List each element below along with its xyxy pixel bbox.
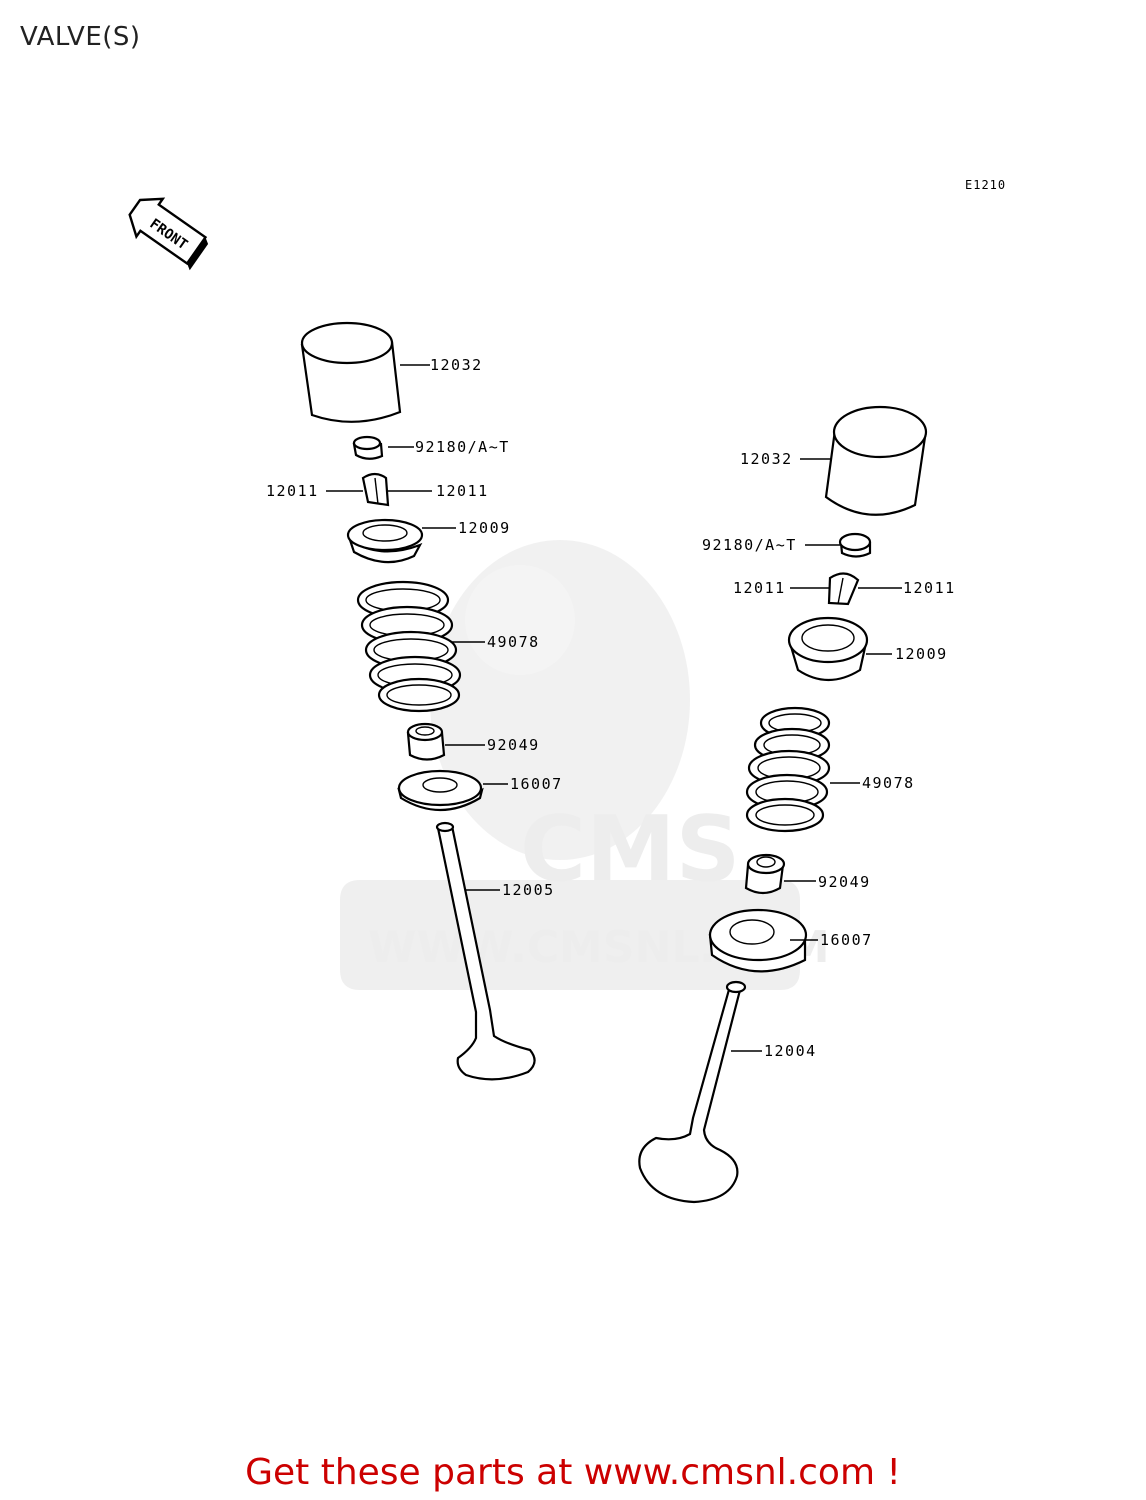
callout-l-12009: 12009	[458, 519, 511, 537]
left-valve-12005	[435, 821, 536, 1081]
callout-l-92180: 92180/A~T	[415, 438, 510, 456]
callout-l-12032: 12032	[430, 356, 483, 374]
callout-l-12011b: 12011	[436, 482, 489, 500]
right-seal-92049	[744, 853, 786, 895]
left-cotter-12011	[361, 472, 390, 507]
left-leaders	[326, 364, 508, 891]
right-retainer-12009	[787, 616, 869, 681]
right-tappet-12032	[824, 405, 928, 516]
front-arrow-icon: FRONT	[128, 197, 209, 271]
right-valve-12004	[638, 980, 747, 1204]
callout-l-49078: 49078	[487, 633, 540, 651]
callout-r-12032: 12032	[740, 450, 793, 468]
callout-r-12004: 12004	[764, 1042, 817, 1060]
page-title: VALVE(S)	[20, 22, 141, 52]
left-spring-49078	[356, 580, 462, 713]
callout-r-92049: 92049	[818, 873, 871, 891]
callout-r-49078: 49078	[862, 774, 915, 792]
right-callouts: 12032 92180/A~T 12011 12011 12009 49078 …	[702, 450, 956, 1060]
left-valve-assembly	[300, 321, 536, 1081]
watermark-logo-text: CMS	[520, 797, 740, 902]
right-cotter-12011	[827, 572, 860, 606]
left-seal-92049	[406, 722, 446, 761]
right-leaders	[731, 458, 902, 1052]
callout-r-92180: 92180/A~T	[702, 536, 797, 554]
left-retainer-12009	[346, 518, 424, 564]
callout-l-92049: 92049	[487, 736, 540, 754]
right-seat-16007	[708, 908, 808, 973]
callout-l-16007: 16007	[510, 775, 563, 793]
cta-banner: Get these parts at www.cmsnl.com !	[0, 1452, 1146, 1493]
callout-r-12011a: 12011	[733, 579, 786, 597]
callout-r-12011b: 12011	[903, 579, 956, 597]
parts-diagram: CMS WWW.CMSNL.COM FRONT	[128, 197, 956, 1204]
left-shim-92180	[352, 435, 384, 460]
callout-l-12005: 12005	[502, 881, 555, 899]
cta-link[interactable]: Get these parts at www.cmsnl.com !	[245, 1452, 901, 1493]
left-callouts: 12032 92180/A~T 12011 12011 12009 49078 …	[266, 356, 563, 899]
left-seat-16007	[397, 769, 484, 812]
callout-r-16007: 16007	[820, 931, 873, 949]
left-tappet-12032	[300, 321, 402, 423]
right-spring-49078	[745, 706, 831, 833]
right-valve-assembly	[638, 405, 928, 1204]
callout-r-12009: 12009	[895, 645, 948, 663]
right-shim-92180	[838, 532, 872, 558]
diagram-code: E1210	[965, 178, 1007, 192]
callout-l-12011a: 12011	[266, 482, 319, 500]
